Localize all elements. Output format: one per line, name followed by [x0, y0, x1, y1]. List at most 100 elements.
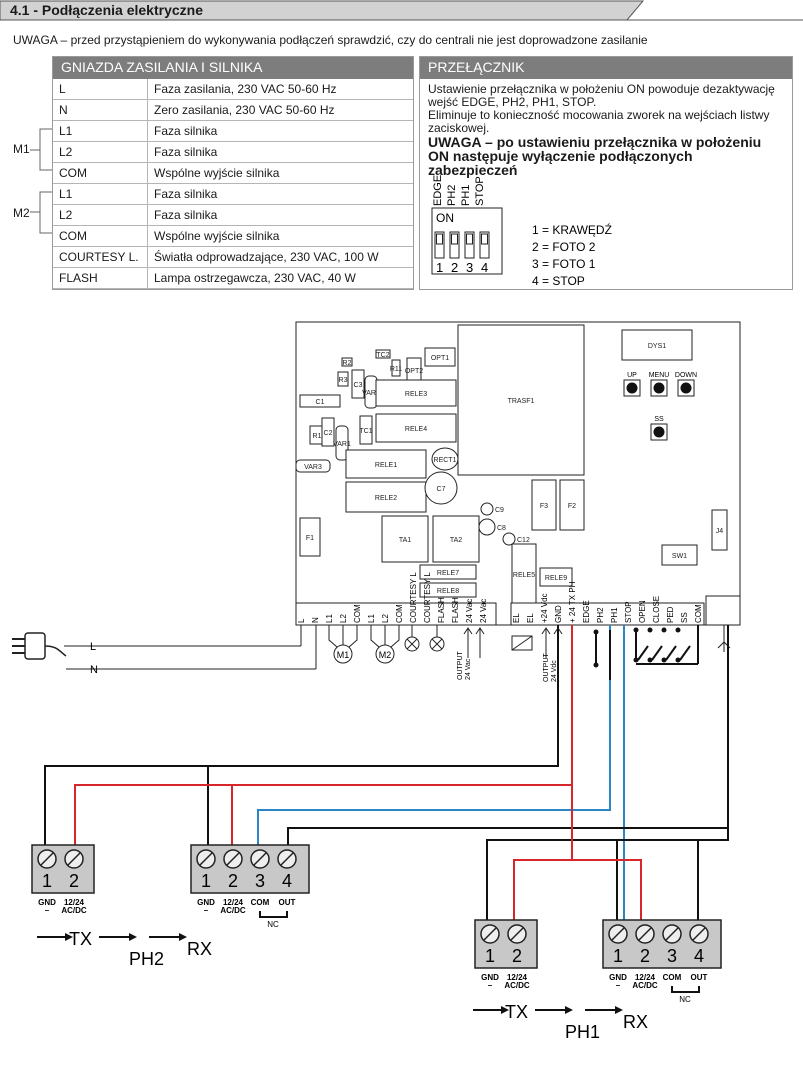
nc-label: NC: [679, 995, 691, 1004]
terminal-caption: AC/DC: [61, 906, 87, 915]
terminal-caption: AC/DC: [504, 981, 530, 990]
board-component-c2: C2: [321, 417, 335, 447]
terminal-description: Zero zasilania, 230 VAC 50-60 Hz: [147, 99, 413, 121]
switch-box: PRZEŁĄCZNIK Ustawienie przełącznika w po…: [419, 56, 793, 290]
svg-text:RX: RX: [623, 1012, 648, 1032]
dip-legend-item: 4 = STOP: [532, 274, 585, 285]
header-bar: [0, 0, 803, 21]
terminal-number: 1: [42, 871, 52, 891]
terminal-caption: OUT: [279, 898, 296, 907]
terminal-label: + 24 TX PH: [568, 581, 577, 623]
dip-switch: [479, 231, 490, 259]
terminal-label: L1: [325, 614, 334, 623]
terminal-description: Światła odprowadzające, 230 VAC, 100 W: [147, 246, 413, 268]
board-component-rele9: RELE9: [539, 567, 573, 587]
board-component-rele1: RELE1: [345, 449, 427, 479]
board-component-rele3: RELE3: [375, 379, 457, 407]
terminal-caption: –: [45, 906, 50, 915]
plug-n-label: N: [90, 664, 98, 676]
dip-number: 4: [481, 260, 488, 275]
terminal-description: Faza silnika: [147, 120, 413, 142]
terminal-caption: GND: [481, 973, 499, 982]
board-component-rect1: RECT1: [431, 447, 459, 471]
board-component-r2: R2: [341, 357, 353, 367]
terminal-label: EL: [512, 613, 521, 623]
svg-text:RELE7: RELE7: [437, 570, 459, 577]
terminal-label: L2: [339, 614, 348, 623]
terminal-name: L1: [53, 183, 148, 205]
svg-text:C1: C1: [316, 399, 325, 406]
terminal-label: 24 Vac: [479, 599, 488, 623]
svg-text:RELE4: RELE4: [405, 426, 427, 433]
svg-text:RELE3: RELE3: [405, 391, 427, 398]
output-label: 24 Vdc: [551, 660, 558, 682]
svg-text:TA1: TA1: [399, 537, 411, 544]
terminal-label: N: [311, 617, 320, 623]
warning-text: UWAGA – przed przystąpieniem do wykonywa…: [13, 33, 648, 47]
terminal-number: 1: [485, 946, 495, 966]
terminal-name: COM: [53, 225, 148, 247]
board-component-c7: C7: [424, 471, 458, 505]
svg-text:DOWN: DOWN: [675, 372, 697, 379]
svg-text:R11: R11: [390, 366, 402, 373]
svg-text:F2: F2: [568, 503, 576, 510]
board-component-ta2: TA2: [432, 515, 480, 563]
svg-text:RELE8: RELE8: [437, 588, 459, 595]
svg-text:M2: M2: [379, 650, 392, 660]
terminal-description: Faza silnika: [147, 183, 413, 205]
terminal-number: 2: [640, 946, 650, 966]
terminal-caption: GND: [609, 973, 627, 982]
terminal-caption: –: [616, 981, 621, 990]
group-m1-label: M1: [13, 142, 30, 156]
terminal-label: FLASH: [437, 597, 446, 623]
terminal-label: PH1: [610, 607, 619, 623]
nc-label: NC: [267, 920, 279, 929]
dip-legend-item: 2 = FOTO 2: [532, 240, 596, 254]
board-component-tc2: TC2: [375, 349, 391, 359]
terminal-number: 2: [512, 946, 522, 966]
plug-l-label: L: [90, 641, 96, 653]
terminal-caption: COM: [663, 973, 682, 982]
terminal-number: 1: [613, 946, 623, 966]
output-ac-arrow: [463, 627, 473, 658]
board-component-sw1: SW1: [661, 544, 698, 566]
terminal-label: L2: [381, 614, 390, 623]
dip-number: 3: [466, 260, 473, 275]
terminal-label: SS: [680, 612, 689, 623]
lamp-icon: [404, 625, 420, 652]
contact-terminal: [633, 627, 639, 633]
dip-label: EDGE: [432, 175, 444, 206]
terminal-label: 24 Vac: [465, 599, 474, 623]
terminal-label: +24 Vdc: [540, 593, 549, 623]
terminal-name: L2: [53, 204, 148, 226]
dip-number: 1: [436, 260, 443, 275]
output-label: OUTPUT: [457, 651, 464, 681]
terminal-description: Lampa ostrzegawcza, 230 VAC, 40 W: [147, 267, 413, 289]
board-component-rele7: RELE7: [419, 564, 477, 580]
terminal-label: COM: [353, 604, 362, 623]
section-title: 4.1 - Podłączenia elektryczne: [10, 2, 203, 18]
board-component-f1: F1: [299, 517, 321, 557]
terminal-label: L: [297, 618, 306, 623]
group-brackets: [30, 128, 52, 234]
terminal-number: 4: [694, 946, 704, 966]
svg-text:OPT2: OPT2: [405, 368, 423, 375]
board-component-c3: C3: [351, 369, 365, 399]
board-button-ss: SS: [650, 416, 668, 441]
svg-text:F3: F3: [540, 503, 548, 510]
terminal-caption: OUT: [691, 973, 708, 982]
terminal-label: COURTESY L: [409, 572, 418, 623]
svg-text:J4: J4: [716, 528, 724, 535]
terminal-label: PED: [666, 606, 675, 623]
dip-on-label: ON: [436, 211, 454, 225]
terminal-caption: 12/24: [635, 973, 656, 982]
svg-text:C8: C8: [497, 525, 506, 532]
